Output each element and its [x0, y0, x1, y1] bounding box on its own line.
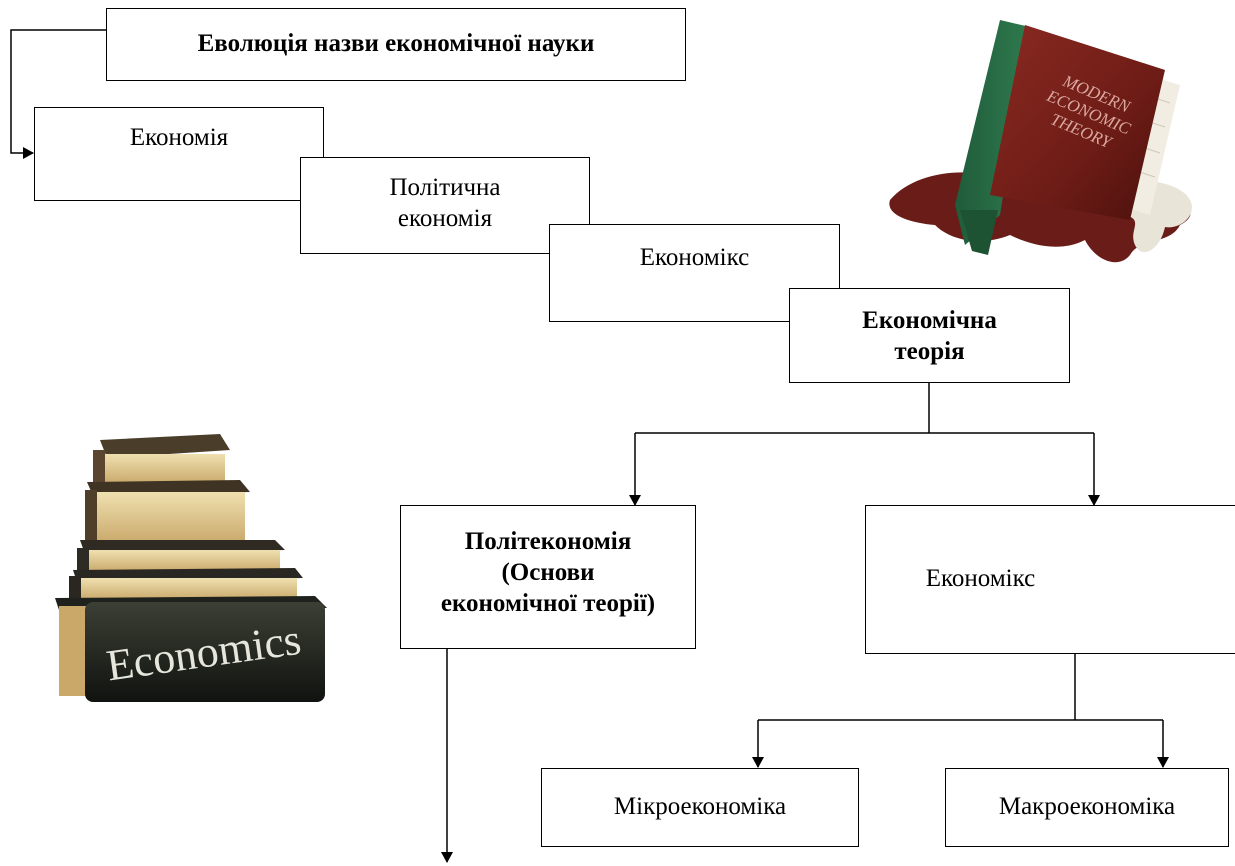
title-to-ekonomiya-connector [10, 29, 106, 159]
branch-label-line-3: економічної теорії) [440, 590, 656, 617]
stage-label: Економікс [639, 244, 750, 271]
book-stack-icon: Economics [55, 434, 327, 702]
leaf-label: Макроекономіка [998, 793, 1176, 820]
branch-box-politekonomiya: Політекономія (Основи економічної теорії… [400, 505, 696, 649]
stage-label-line-2: економія [397, 205, 493, 232]
branch-label-line-1: Політекономія [464, 528, 632, 555]
stage-label-line-1: Політична [389, 174, 501, 201]
branch-box-ekonomiks: Економікс [865, 505, 1235, 654]
leaf-label: Мікроекономіка [613, 793, 787, 820]
stage-box-ekonomichna-teoriya: Економічна теорія [789, 288, 1070, 383]
leaf-box-mikroekonomika: Мікроекономіка [541, 768, 859, 847]
diagram-title: Еволюція назви економічної науки [197, 30, 595, 57]
stage-box-ekonomiya: Економія [34, 107, 324, 201]
stage-box-politychna-ekonomiya: Політична економія [300, 157, 590, 254]
stage-label: Економія [129, 124, 229, 151]
diagram-title-box: Еволюція назви економічної науки [106, 8, 686, 81]
stage-label-line-1: Економічна [862, 307, 997, 334]
branch-label: Економікс [925, 565, 1036, 592]
leaf-box-makroekonomika: Макроекономіка [945, 768, 1229, 847]
melting-book-icon: MODERN ECONOMIC THEORY [889, 20, 1192, 263]
branch-label-line-2: (Основи [501, 559, 595, 586]
stage-label-line-2: теорія [894, 338, 965, 365]
